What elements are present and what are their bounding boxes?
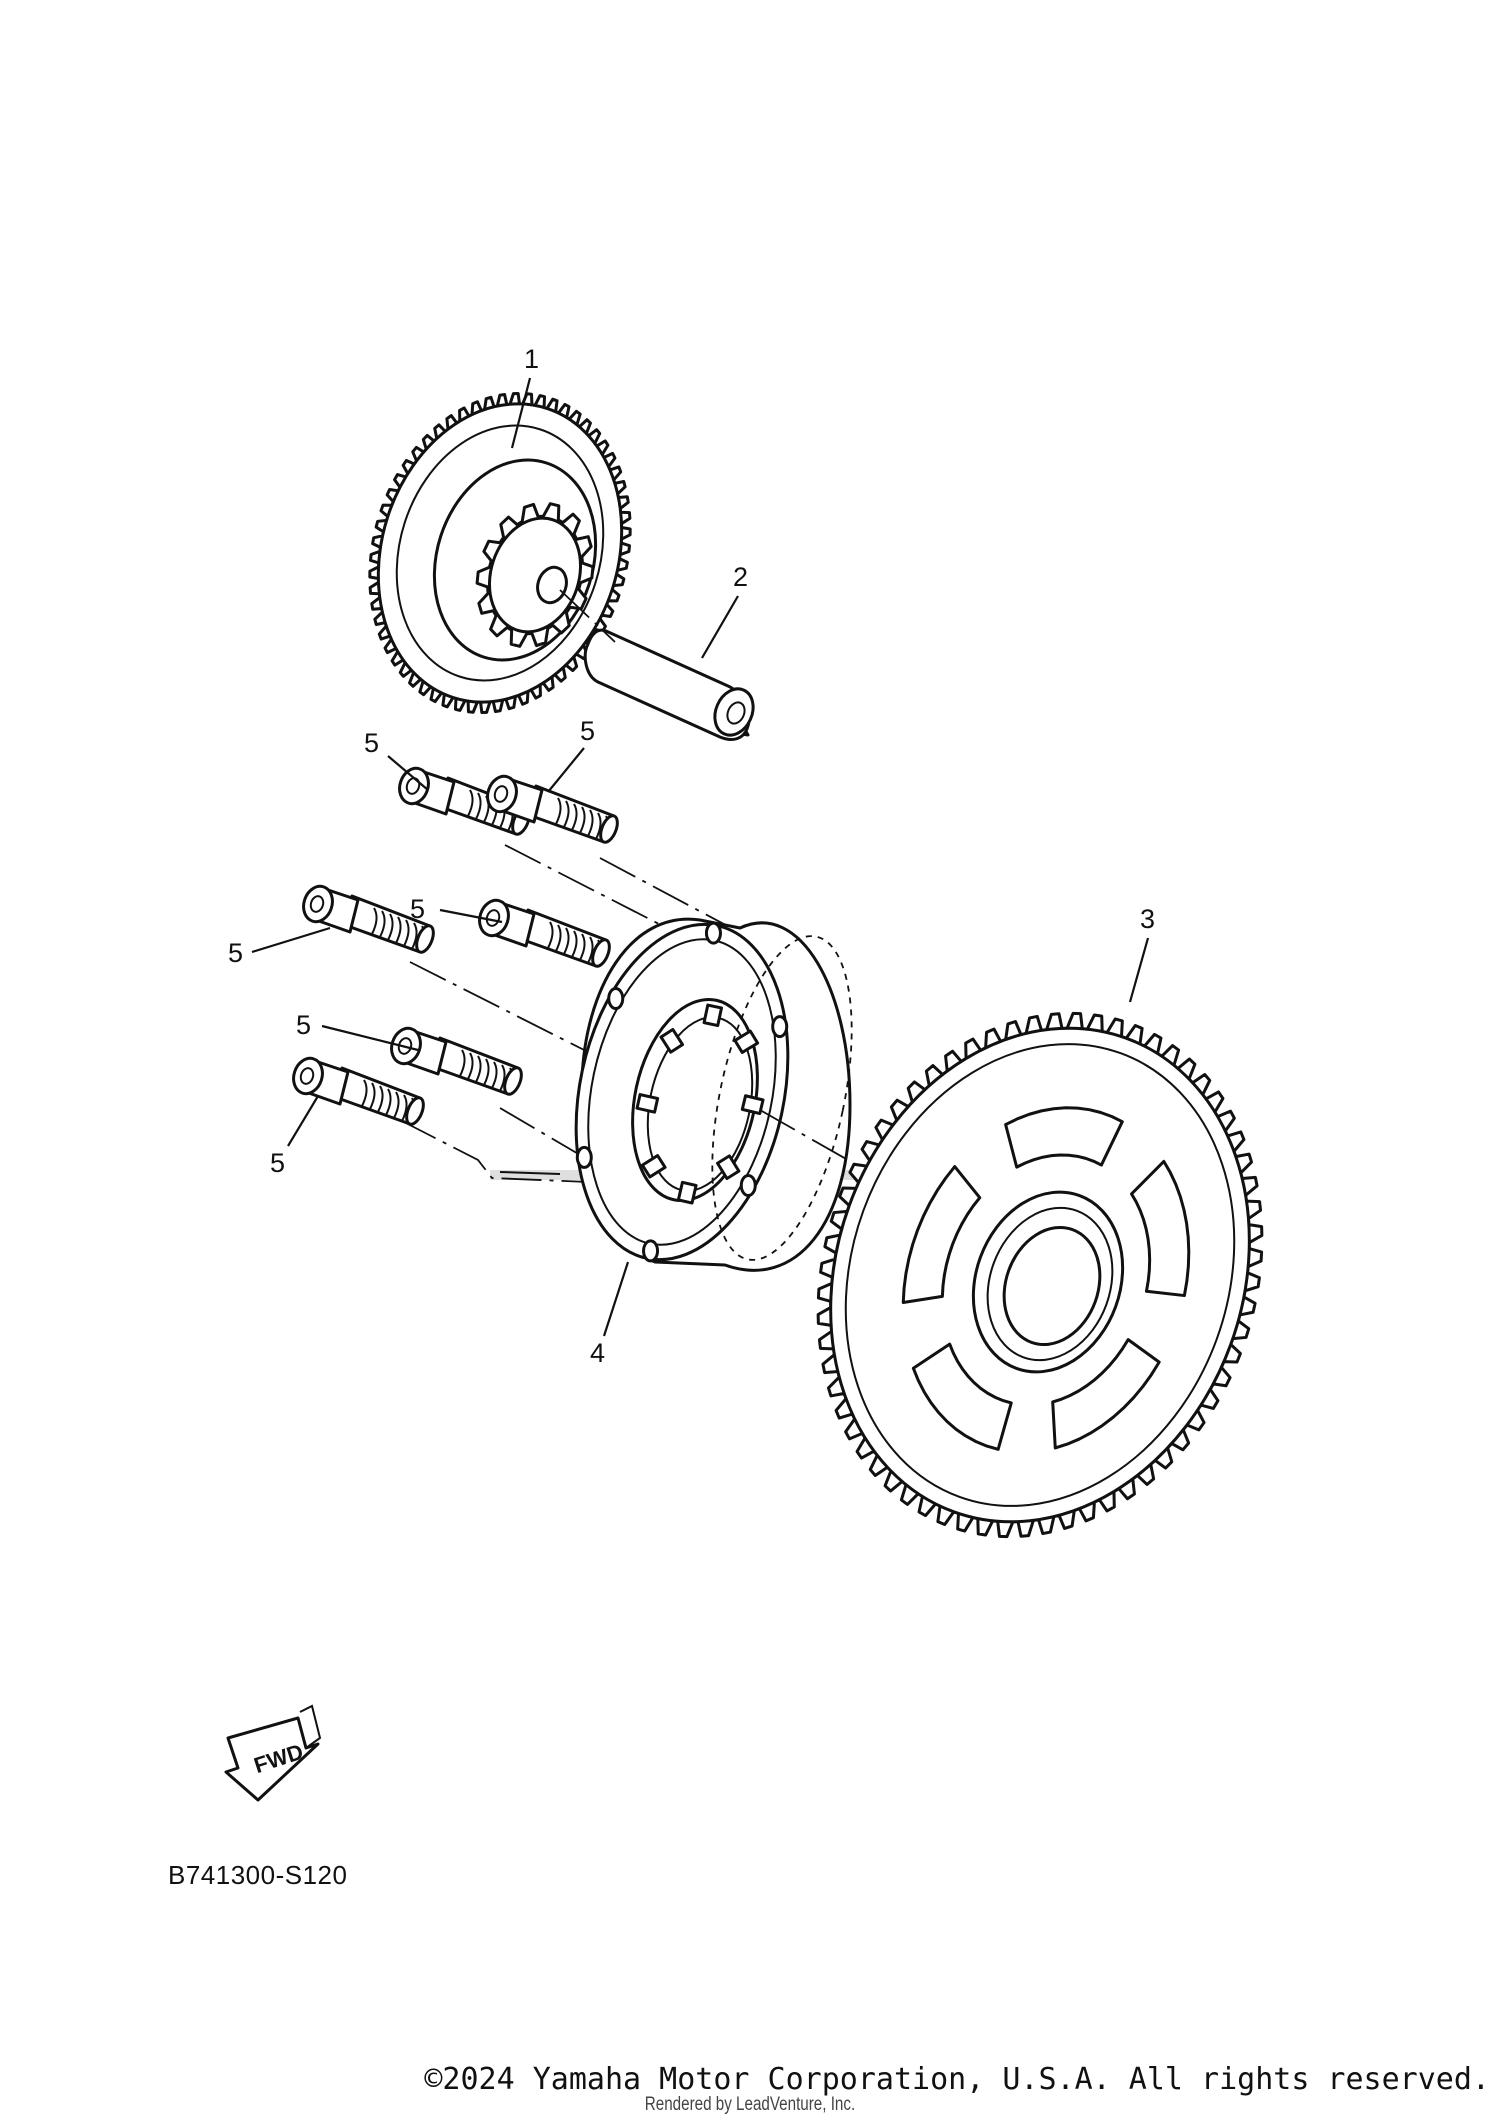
shaft-center-line [559,589,616,643]
bolt[interactable] [475,897,613,969]
idler-gear-part-1[interactable] [341,372,659,734]
callout-5b: 5 [580,716,595,746]
callout-1: 1 [524,344,539,374]
bolt-center-line-5 [399,1119,589,1183]
starter-wheel-gear-part-3[interactable] [763,969,1317,1581]
leader-1 [510,377,532,449]
clutch-center-line [759,1109,863,1169]
gear-shaft-part-2[interactable] [583,628,760,741]
diagram-code: B741300-S120 [168,1860,348,1890]
fwd-arrow-icon: FWD [224,1704,322,1802]
leader-5d [251,926,331,954]
callout-5f: 5 [270,1148,285,1178]
clutch-bolt-holes [575,921,789,1263]
bolt[interactable] [387,1025,525,1097]
callout-2: 2 [733,562,748,592]
leader-3 [1128,937,1150,1003]
bolt-center-line-3 [409,961,593,1055]
leader-4 [602,1261,630,1337]
bolt-center-line-6 [499,1171,561,1175]
sprag-rollers [635,1003,765,1205]
callout-3: 3 [1140,904,1155,934]
bolt[interactable] [289,1055,427,1127]
rendered-by-watermark: Rendered by LeadVenture, Inc. [644,2094,856,2115]
copyright-notice: ©2024 Yamaha Motor Corporation, U.S.A. A… [424,2062,1490,2097]
spoke-windows [901,1106,1191,1451]
callout-5d: 5 [228,938,243,968]
leader-2 [701,595,739,659]
bolt[interactable] [299,883,437,955]
leader-5f [287,1095,319,1147]
starter-clutch-part-4[interactable] [547,905,877,1280]
leader-5c [439,908,503,924]
bolt[interactable] [395,765,533,837]
bolt[interactable] [483,773,621,845]
callout-5c: 5 [410,894,425,924]
bolts-part-5[interactable] [289,765,621,1127]
callout-5a: 5 [364,728,379,758]
leader-5a [387,755,429,791]
callout-4: 4 [590,1338,605,1368]
leader-5b [547,747,585,793]
leader-5e [321,1024,419,1052]
callout-5e: 5 [296,1010,311,1040]
